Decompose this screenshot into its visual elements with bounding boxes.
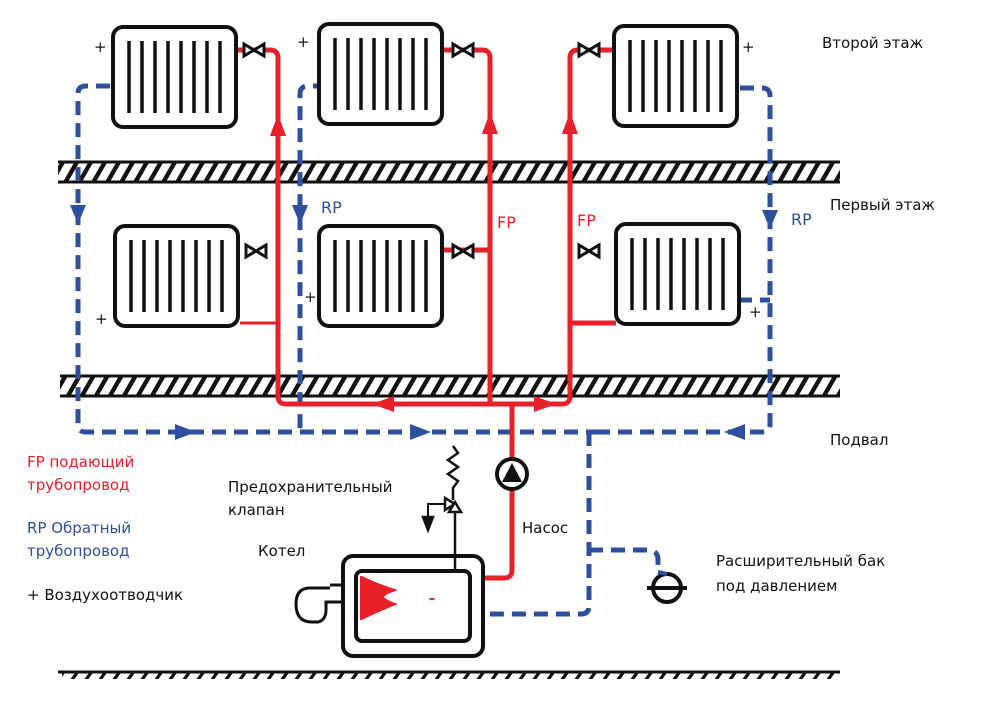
air-vent-marker: + [749,303,762,321]
supply-flow-arrows [270,112,578,412]
safety-valve-label-line2: клапан [228,501,285,519]
legend-return-line2: трубопровод [27,542,130,560]
legend-return-line1: RP Обратный [27,519,132,537]
valve-icon[interactable] [577,41,601,59]
pump-icon[interactable] [495,457,529,491]
radiator-icon [317,22,444,126]
legend-supply-line1: FP подающий [27,453,135,471]
air-vent-marker: + [95,310,108,328]
return-pipe-label: RP [321,198,342,217]
air-vent-marker: + [297,33,310,51]
radiator-icon [317,224,444,328]
return-pipe-label: RP [791,210,812,229]
air-vent-marker: + [742,38,755,56]
valve-icon[interactable] [244,242,268,260]
floor-slab-lower [60,374,840,398]
air-vent-marker: + [304,288,317,306]
safety-valve-label-line1: Предохранительный [228,478,393,496]
boiler-icon [330,554,485,658]
supply-pipe-label: FP [577,211,596,230]
valve-icon[interactable] [577,242,601,260]
ground-line [58,670,840,679]
valve-icon[interactable] [451,242,475,260]
flame-icon [360,576,398,620]
radiator-icon [111,25,238,129]
air-vent-marker: + [94,38,107,56]
floor-label-basement: Подвал [830,431,889,449]
return-flow-arrows [70,205,778,440]
radiator-icon [612,24,739,128]
floor-label-second: Второй этаж [822,34,924,52]
burner-icon [294,586,330,624]
legend-supply-line2: трубопровод [27,476,130,494]
pump-label: Насос [522,519,569,537]
radiator-icon [113,224,240,328]
valve-icon[interactable] [242,41,266,59]
expansion-tank-icon [647,572,687,604]
floor-slab-upper [58,160,840,184]
legend-air-vent: + Воздухоотводчик [27,586,184,604]
boiler-label: Котел [258,542,306,560]
radiator-icon [614,222,741,326]
valve-icon[interactable] [451,41,475,59]
expansion-tank-label-line1: Расширительный бак [716,552,886,570]
supply-pipe-label: FP [497,213,516,232]
safety-valve-icon[interactable] [421,445,464,571]
floor-label-first: Первый этаж [830,196,935,214]
expansion-tank-label-line2: под давлением [716,577,838,595]
